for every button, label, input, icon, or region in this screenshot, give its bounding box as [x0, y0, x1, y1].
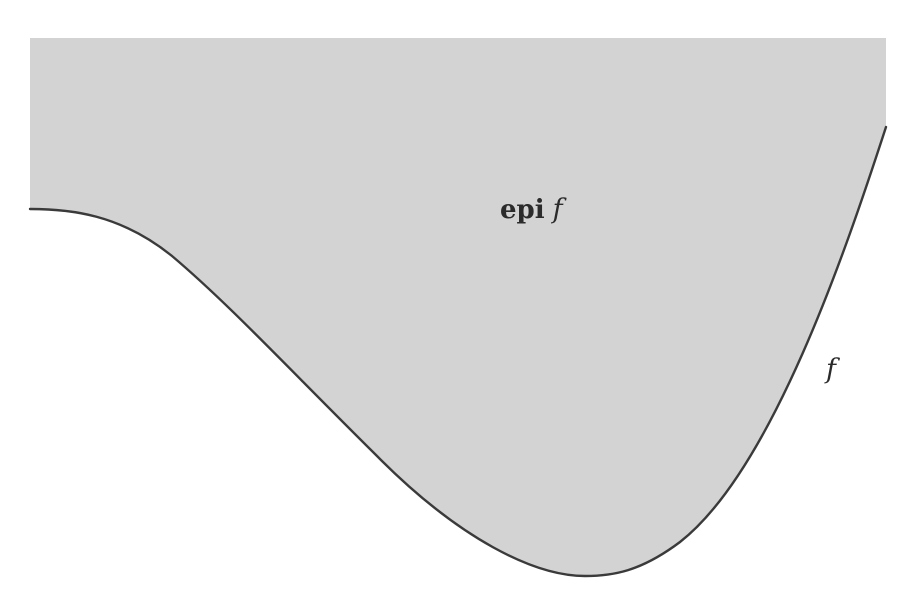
region-label-epi: epi [500, 195, 545, 225]
curve-label: f [824, 354, 840, 385]
epigraph-region [30, 38, 886, 576]
function-curve [28, 125, 888, 578]
